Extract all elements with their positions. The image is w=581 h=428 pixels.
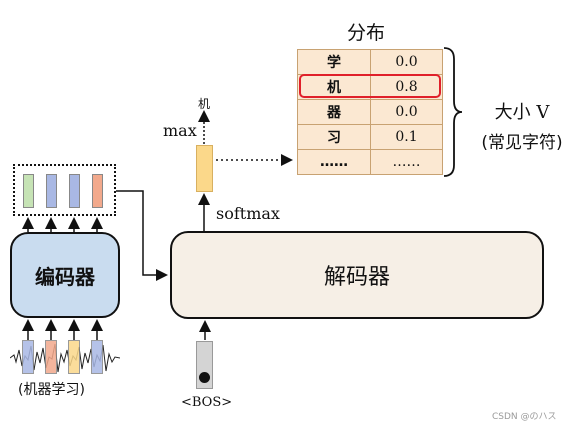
max-label: max xyxy=(163,121,197,140)
bos-label: <BOS> xyxy=(181,395,233,410)
table-row: 学 0.0 xyxy=(297,49,443,75)
input-vector xyxy=(22,340,34,374)
prob-cell: …… xyxy=(370,149,443,175)
encoder-label: 编码器 xyxy=(35,264,95,289)
bos-token-vector xyxy=(196,341,213,389)
input-vector xyxy=(91,340,103,374)
output-token: 机 xyxy=(198,97,211,111)
brace xyxy=(443,47,463,177)
input-vector xyxy=(45,340,57,374)
enc-to-dec-arrow xyxy=(116,190,168,281)
prob-cell: 0.1 xyxy=(370,124,443,150)
token-cell: …… xyxy=(297,149,371,175)
input-caption: (机器学习) xyxy=(18,382,85,398)
encoder-output-vector xyxy=(46,174,57,208)
encoder-output-vector xyxy=(92,174,103,208)
decoder-label: 解码器 xyxy=(323,265,390,290)
prob-cell: 0.0 xyxy=(370,49,443,75)
table-row: …… …… xyxy=(297,149,443,175)
token-cell: 器 xyxy=(297,99,371,125)
encoder-output-vector xyxy=(69,174,80,208)
bos-dot xyxy=(199,372,210,383)
softmax-output-bar xyxy=(196,145,213,192)
encoder-output-vector xyxy=(23,174,34,208)
encoder-output-box xyxy=(13,164,116,216)
token-cell: 习 xyxy=(297,124,371,150)
size-label: 大小 V (常见字符) xyxy=(472,98,572,153)
softmax-label: softmax xyxy=(216,204,280,223)
decoder-block: 解码器 xyxy=(170,231,544,319)
table-row: 习 0.1 xyxy=(297,124,443,150)
encoder-block: 编码器 xyxy=(10,232,120,318)
distribution-title: 分布 xyxy=(347,22,386,44)
size-label-line1: 大小 V xyxy=(494,102,550,123)
input-vector xyxy=(68,340,80,374)
max-highlight xyxy=(299,74,441,98)
watermark: CSDN @のハス xyxy=(492,412,557,422)
size-label-line2: (常见字符) xyxy=(481,133,563,153)
